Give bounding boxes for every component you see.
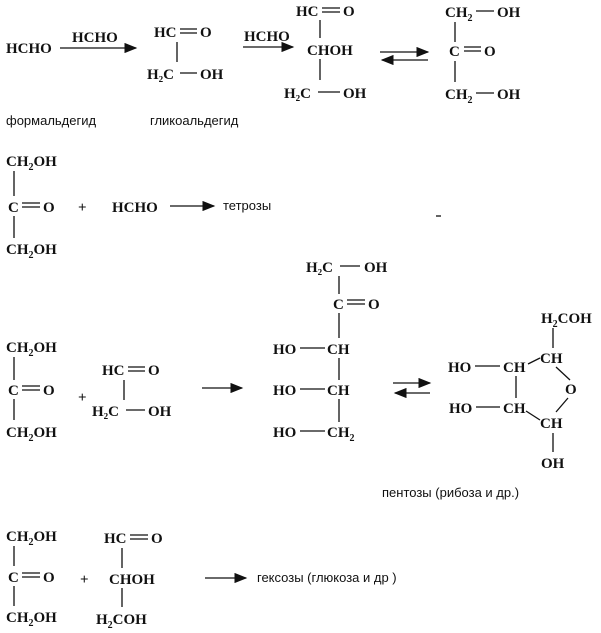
r3-ch2oh-bottom: CH2OH	[6, 425, 57, 444]
gl-oh: OH	[343, 86, 367, 102]
ring-ho-bottom: HO	[449, 401, 472, 417]
ring-ho-top: HO	[448, 360, 471, 376]
ring-ch-top-right: CH	[540, 351, 563, 367]
gl-choh: CHOH	[307, 43, 353, 59]
dha-oh-bottom: OH	[497, 87, 521, 103]
label-hexoses: гексозы (глюкоза и др )	[257, 570, 397, 585]
p-c: C	[333, 297, 344, 313]
r3-o2: O	[148, 363, 160, 379]
r4-h2coh: H2COH	[96, 612, 147, 631]
dha-ch2-bottom: CH2	[445, 87, 473, 106]
r3-c: C	[8, 383, 19, 399]
r3-plus: +	[78, 390, 87, 406]
r4-ch2oh-bottom: CH2OH	[6, 610, 57, 629]
gl-h2c: H₂C	[284, 86, 311, 102]
ga-oh: OH	[200, 67, 224, 83]
gl-hc: HC	[296, 4, 319, 20]
ring-ch-bottom-right: CH	[540, 416, 563, 432]
p-ho-3: HO	[273, 425, 296, 441]
r3-o: O	[43, 383, 55, 399]
r2-ch2oh-bottom: CH2OH	[6, 242, 57, 261]
label-tetroses: тетрозы	[223, 198, 271, 213]
r4-plus: +	[80, 572, 89, 588]
ring-ch-bottom-left: CH	[503, 401, 526, 417]
hcho-over-arrow-1: HCHO	[72, 30, 118, 46]
dha-oh-top: OH	[497, 5, 521, 21]
r4-o2: O	[151, 531, 163, 547]
r2-hcho: HCHO	[112, 200, 158, 216]
r2-plus: +	[78, 200, 87, 216]
hcho-over-arrow-2: HCHO	[244, 29, 290, 45]
dha-c: C	[449, 44, 460, 60]
r4-c: C	[8, 570, 19, 586]
p-ch2: CH2	[327, 425, 355, 444]
ring-ch-top-left: CH	[503, 360, 526, 376]
r4-hc: HC	[104, 531, 127, 547]
p-ho-2: HO	[273, 383, 296, 399]
gl-o: O	[343, 4, 355, 20]
r2-o: O	[43, 200, 55, 216]
ring-o: O	[565, 382, 577, 398]
ga-hc: HC	[154, 25, 177, 41]
ring-h2coh: H2COH	[541, 311, 592, 330]
ring-oh-bottom: OH	[541, 456, 565, 472]
r4-choh: CHOH	[109, 572, 155, 588]
label-formaldehyde: формальдегид	[6, 113, 97, 128]
p-oh-top: OH	[364, 260, 388, 276]
r3-h2c: H₂C	[92, 404, 119, 420]
r4-ch2oh-top: CH2OH	[6, 529, 57, 548]
p-ho-1: HO	[273, 342, 296, 358]
ga-o: O	[200, 25, 212, 41]
p-ch-2: CH	[327, 383, 350, 399]
r3-oh: OH	[148, 404, 172, 420]
r3-hc: HC	[102, 363, 125, 379]
ga-h2c: H₂C	[147, 67, 174, 83]
r2-ch2oh-top: CH2OH	[6, 154, 57, 173]
hcho-start: HCHO	[6, 41, 52, 57]
p-o: O	[368, 297, 380, 313]
dha-o: O	[484, 44, 496, 60]
r3-ch2oh-top: CH2OH	[6, 340, 57, 359]
label-glycolaldehyde: гликоальдегид	[150, 113, 239, 128]
r4-o: O	[43, 570, 55, 586]
p-h2c: H₂C	[306, 260, 333, 276]
label-pentoses: пентозы (рибоза и др.)	[382, 485, 519, 500]
r2-c: C	[8, 200, 19, 216]
p-ch-1: CH	[327, 342, 350, 358]
dha-ch2-top: CH2	[445, 5, 473, 24]
